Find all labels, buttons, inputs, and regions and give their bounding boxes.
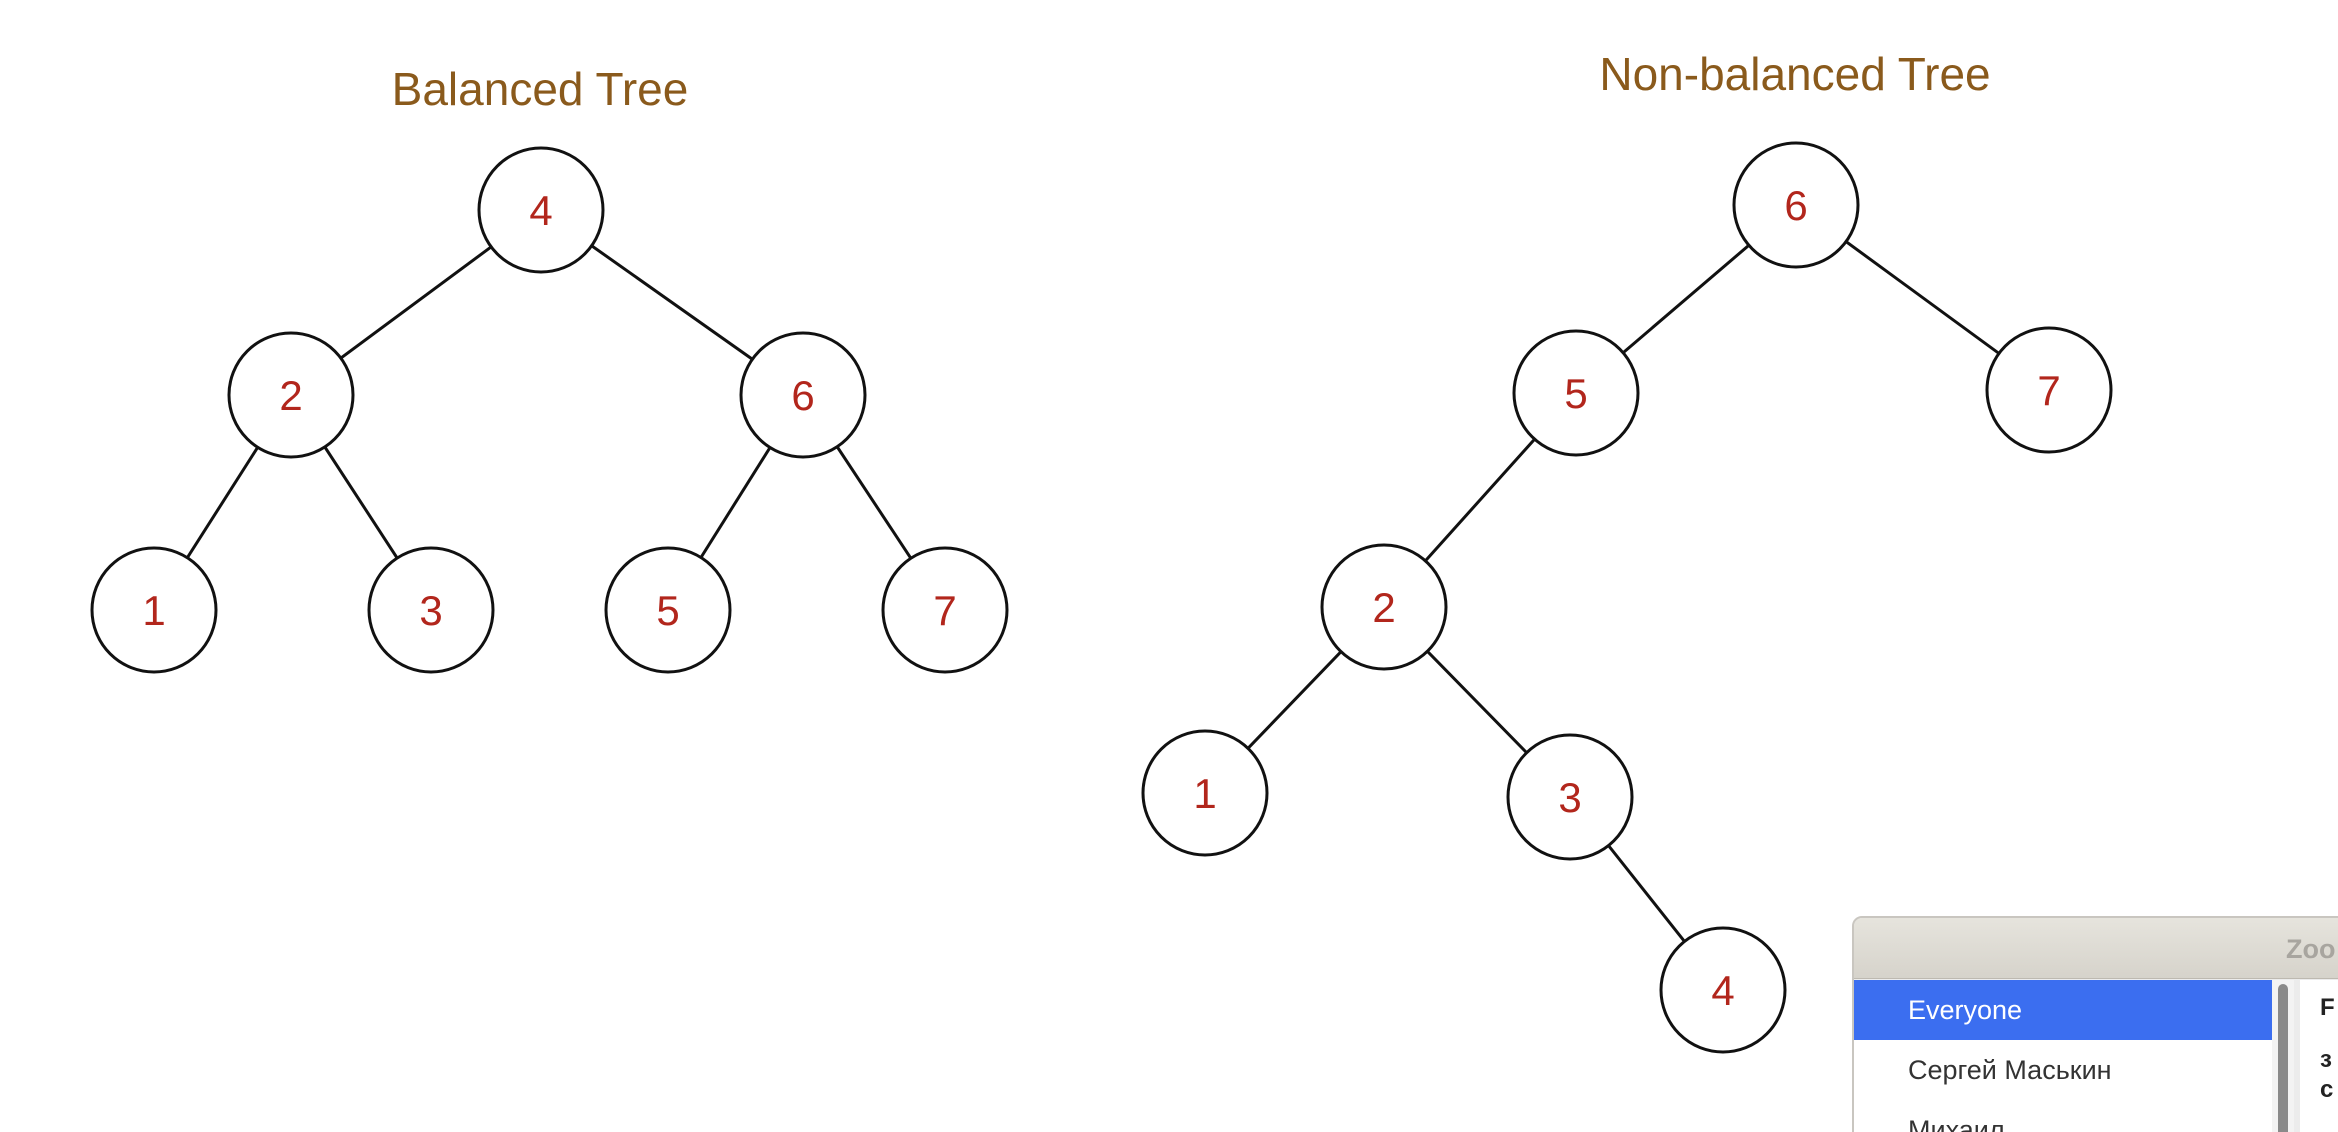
chat-side-panel: F з с (2300, 980, 2338, 1132)
unbalanced-node-label: 6 (1784, 182, 1807, 229)
balanced-tree-title: Balanced Tree (392, 63, 689, 115)
unbalanced-node-label: 2 (1372, 584, 1395, 631)
unbalanced-node-circle (1512, 329, 1640, 457)
unbalanced-node-1: 1 (1141, 729, 1269, 857)
unbalanced-node-2: 2 (1320, 543, 1448, 671)
scrollbar-thumb[interactable] (2278, 984, 2288, 1132)
balanced-node-circle (739, 331, 867, 459)
unbalanced-node-circle (1659, 926, 1787, 1054)
unbalanced-node-6: 6 (1732, 141, 1860, 269)
zoom-window-title: Zoo (2286, 934, 2336, 964)
unbalanced-node-5: 5 (1512, 329, 1640, 457)
recipient-scrollbar[interactable] (2272, 980, 2294, 1132)
balanced-node-6: 6 (739, 331, 867, 459)
unbalanced-node-label: 5 (1564, 370, 1587, 417)
balanced-node-5: 5 (604, 546, 732, 674)
balanced-node-circle (90, 546, 218, 674)
unbalanced-node-circle (1732, 141, 1860, 269)
nodes-layer: 4 2 6 1 3 5 7 6 5 7 2 1 3 4 (90, 141, 2113, 1054)
balanced-node-circle (367, 546, 495, 674)
zoom-titlebar[interactable]: Zoo (1854, 918, 2338, 979)
unbalanced-node-circle (1506, 733, 1634, 861)
unbalanced-node-circle (1985, 326, 2113, 454)
balanced-node-4: 4 (477, 146, 605, 274)
balanced-node-label: 1 (142, 587, 165, 634)
balanced-node-label: 6 (791, 372, 814, 419)
recipient-list: Everyone Сергей Маськин Михаил (1854, 980, 2272, 1132)
balanced-node-7: 7 (881, 546, 1009, 674)
balanced-node-label: 5 (656, 587, 679, 634)
balanced-node-2: 2 (227, 331, 355, 459)
recipient-sergey[interactable]: Сергей Маськин (1908, 1055, 2112, 1085)
zoom-chat-window[interactable]: Zoo Everyone Сергей Маськин Михаил F з с (1852, 916, 2338, 1132)
unbalanced-node-7: 7 (1985, 326, 2113, 454)
unbalanced-node-3: 3 (1506, 733, 1634, 861)
side-text-2: з (2320, 1046, 2332, 1073)
unbalanced-node-label: 4 (1711, 967, 1734, 1014)
balanced-node-1: 1 (90, 546, 218, 674)
balanced-node-circle (227, 331, 355, 459)
unbalanced-node-label: 3 (1558, 774, 1581, 821)
unbalanced-node-label: 7 (2037, 367, 2060, 414)
balanced-node-circle (604, 546, 732, 674)
unbalanced-node-4: 4 (1659, 926, 1787, 1054)
balanced-node-circle (881, 546, 1009, 674)
recipient-everyone[interactable]: Everyone (1854, 980, 2272, 1040)
unbalanced-node-label: 1 (1193, 770, 1216, 817)
balanced-node-label: 7 (933, 587, 956, 634)
side-text-3: с (2320, 1076, 2334, 1103)
side-text-1: F (2320, 994, 2335, 1021)
unbalanced-node-circle (1141, 729, 1269, 857)
recipient-mikhail[interactable]: Михаил (1908, 1115, 2005, 1132)
balanced-node-label: 3 (419, 587, 442, 634)
balanced-node-3: 3 (367, 546, 495, 674)
non-balanced-tree-title: Non-balanced Tree (1599, 48, 1990, 100)
balanced-node-circle (477, 146, 605, 274)
unbalanced-node-circle (1320, 543, 1448, 671)
balanced-node-label: 2 (279, 372, 302, 419)
balanced-node-label: 4 (529, 187, 552, 234)
